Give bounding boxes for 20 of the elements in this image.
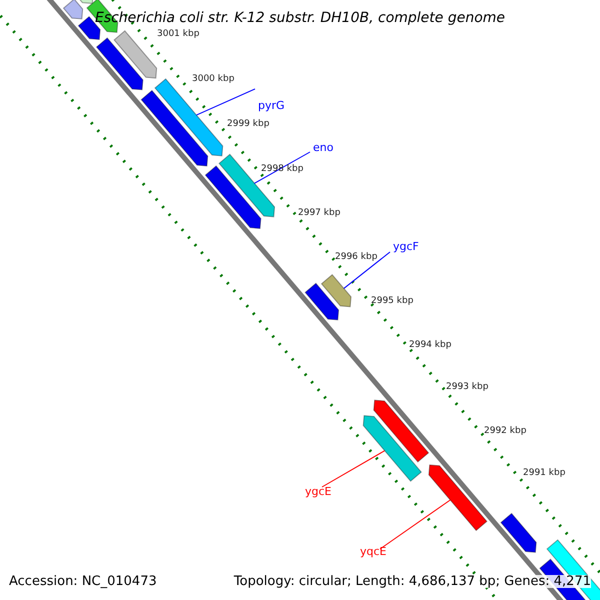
leader-line	[254, 152, 310, 184]
gene-arrow	[362, 415, 422, 482]
scale-label: 3000 kbp	[192, 75, 234, 84]
gene-label: ygcE	[305, 486, 332, 497]
leader-line	[380, 500, 451, 550]
gene-label: eno	[313, 142, 334, 153]
accession-text: Accession: NC_010473	[9, 575, 157, 588]
gene-arrow	[320, 274, 352, 308]
leader-line	[196, 88, 256, 116]
gene-arrow	[428, 464, 488, 532]
scale-label: 2994 kbp	[409, 341, 452, 350]
scale-label: 2995 kbp	[371, 297, 414, 306]
genome-info-text: Topology: circular; Length: 4,686,137 bp; Genes: 4,271	[234, 575, 591, 588]
scale-label: 2991 kbp	[523, 469, 566, 478]
gene-label: pyrG	[258, 100, 285, 111]
gene-label: yqcE	[360, 546, 386, 557]
leader-line	[322, 450, 386, 488]
scale-label: 3001 kbp	[157, 30, 200, 39]
leader-line	[343, 252, 390, 289]
gene-label: ygcF	[393, 241, 419, 252]
